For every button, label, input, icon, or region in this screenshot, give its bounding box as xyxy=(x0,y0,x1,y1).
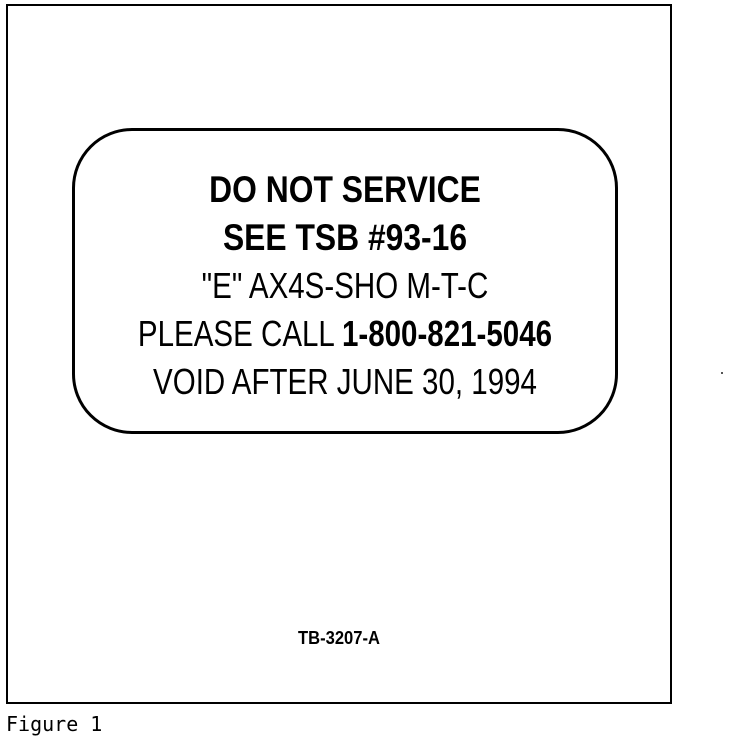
figure-caption: Figure 1 xyxy=(6,712,103,736)
label-line-model: "E" AX4S-SHO M-T-C xyxy=(201,265,489,306)
please-call-text: PLEASE CALL xyxy=(137,313,342,354)
reference-code: TB-3207-A xyxy=(298,628,380,648)
service-label-box: DO NOT SERVICE SEE TSB #93-16 "E" AX4S-S… xyxy=(72,128,618,434)
scan-speck xyxy=(721,372,723,374)
label-line-do-not-service: DO NOT SERVICE xyxy=(209,169,481,210)
label-line-see-tsb: SEE TSB #93-16 xyxy=(222,217,468,258)
label-line-please-call: PLEASE CALL 1-800-821-5046 xyxy=(124,313,567,355)
label-line-void-after: VOID AFTER JUNE 30, 1994 xyxy=(153,361,537,402)
phone-number: 1-800-821-5046 xyxy=(341,313,553,354)
figure-frame: DO NOT SERVICE SEE TSB #93-16 "E" AX4S-S… xyxy=(6,4,672,704)
